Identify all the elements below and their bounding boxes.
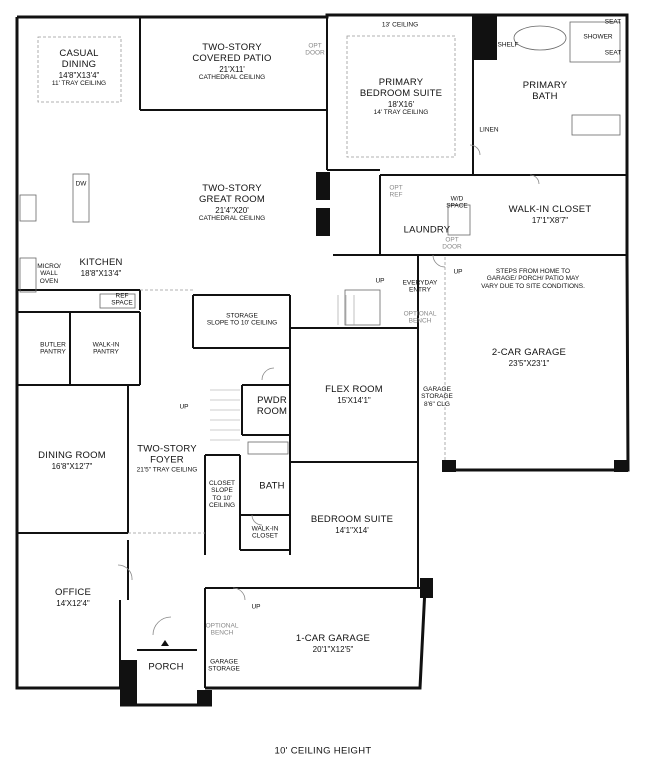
shower-label: SHOWER: [583, 33, 613, 41]
ref-space-label: REF SPACE: [111, 292, 133, 307]
room-dining-room: DINING ROOM 16'8"X12'7": [38, 449, 106, 471]
room-dims: 14'X12'4": [56, 598, 90, 608]
room-kitchen: KITCHEN 18'8"X13'4": [79, 256, 123, 278]
room-dims: 21'4"X20': [215, 205, 249, 215]
room-dims: 18'X16': [387, 99, 415, 109]
room-casual-dining: CASUAL DINING 14'8"X13'4" 11' TRAY CEILI…: [51, 47, 107, 88]
dashed-outlines: [37, 35, 456, 534]
wd-space-label: W/D SPACE: [446, 195, 468, 210]
room-dims: 15'X14'1": [337, 395, 371, 405]
room-name: BEDROOM SUITE: [310, 513, 394, 525]
porch-arrow-icon: [161, 640, 169, 646]
room-primary-bath: PRIMARY BATH: [522, 80, 568, 102]
stair-up-label: UP: [453, 268, 463, 276]
room-walk-in-closet: WALK-IN CLOSET: [251, 525, 279, 540]
room-dims: 21'X11': [219, 64, 245, 74]
room-dims: 18'8"X13'4": [80, 268, 122, 278]
opt-door-label: OPT DOOR: [305, 42, 325, 57]
room-dims: 21'5" TRAY CEILING: [136, 466, 198, 474]
stairs: [210, 295, 355, 441]
room-note: CATHEDRAL CEILING: [198, 73, 266, 81]
room-note: 14' TRAY CEILING: [373, 108, 429, 116]
stair-up-label: UP: [251, 603, 261, 611]
optional-bench-label: OPTIONAL BENCH: [403, 310, 437, 325]
wall-piers: [120, 15, 628, 705]
doors: [117, 144, 540, 636]
fixtures: [19, 21, 621, 455]
stair-up-label: UP: [179, 403, 189, 411]
room-name: KITCHEN: [79, 256, 123, 268]
everyday-entry-label: EVERYDAY ENTRY: [402, 279, 438, 294]
room-name: TWO-STORY GREAT ROOM: [198, 182, 266, 205]
room-walk-in-closet-primary: WALK-IN CLOSET 17'1"X8'7": [508, 203, 592, 225]
room-garage-storage-small: GARAGE STORAGE: [208, 658, 240, 673]
room-foyer: TWO-STORY FOYER 21'5" TRAY CEILING: [136, 443, 198, 474]
room-porch: PORCH: [148, 661, 184, 673]
micro-wall-oven-label: MICRO/ WALL OVEN: [37, 262, 61, 285]
room-1-car-garage: 1-CAR GARAGE 20'1"X12'5": [295, 632, 371, 654]
room-closet-slope: CLOSET SLOPE TO 10' CEILING: [208, 480, 236, 510]
dw-label: DW: [75, 180, 87, 188]
room-dims: 17'1"X8'7": [531, 215, 569, 225]
optional-bench-label: OPTIONAL BENCH: [205, 622, 239, 637]
room-pwdr-room: PWDR ROOM: [256, 395, 288, 417]
room-primary-bedroom: PRIMARY BEDROOM SUITE 18'X16' 14' TRAY C…: [359, 76, 443, 117]
opt-ref-label: OPT REF: [389, 184, 403, 199]
room-butler-pantry: BUTLER PANTRY: [40, 341, 66, 356]
linen-label: LINEN: [479, 126, 499, 134]
room-dims: 20'1"X12'5": [312, 644, 354, 654]
room-dims: 14'1"X14': [335, 525, 369, 535]
room-note: CATHEDRAL CEILING: [198, 214, 266, 222]
shelf-label: SHELF: [497, 41, 519, 49]
room-name: TWO-STORY FOYER: [137, 443, 197, 466]
room-bath: BATH: [259, 480, 285, 492]
seat-label: SEAT: [604, 49, 622, 57]
room-2-car-garage: 2-CAR GARAGE 23'5"X23'1": [491, 346, 567, 368]
room-great-room: TWO-STORY GREAT ROOM 21'4"X20' CATHEDRAL…: [198, 182, 266, 223]
room-dims: 14'8"X13'4": [58, 70, 100, 80]
room-name: OFFICE: [54, 586, 92, 598]
room-name: FLEX ROOM: [325, 383, 383, 395]
ceiling-note: 13' CEILING: [381, 21, 419, 29]
room-name: WALK-IN CLOSET: [508, 203, 592, 215]
room-name: DINING ROOM: [38, 449, 106, 461]
room-garage-storage-2car: GARAGE STORAGE 8'6" CLG: [421, 385, 453, 408]
steps-note: STEPS FROM HOME TO GARAGE/ PORCH/ PATIO …: [481, 267, 585, 290]
room-note: 11' TRAY CEILING: [51, 79, 107, 87]
room-walk-in-pantry: WALK-IN PANTRY: [92, 341, 120, 356]
room-name: 2-CAR GARAGE: [491, 346, 567, 358]
room-name: TWO-STORY COVERED PATIO: [192, 41, 272, 64]
room-covered-patio: TWO-STORY COVERED PATIO 21'X11' CATHEDRA…: [192, 41, 272, 82]
room-storage: STORAGE SLOPE TO 10' CEILING: [206, 312, 278, 327]
room-bedroom-suite: BEDROOM SUITE 14'1"X14': [310, 513, 394, 535]
ceiling-height-caption: 10' CEILING HEIGHT: [274, 745, 372, 757]
stair-up-label: UP: [375, 277, 385, 285]
room-name: PRIMARY BEDROOM SUITE: [359, 76, 443, 99]
room-office: OFFICE 14'X12'4": [54, 586, 92, 608]
interior-walls: [17, 15, 627, 688]
seat-label: SEAT: [604, 18, 622, 26]
room-name: CASUAL DINING: [59, 47, 99, 70]
opt-door-label: OPT DOOR: [442, 236, 462, 251]
room-dims: 16'8"X12'7": [51, 461, 93, 471]
room-flex-room: FLEX ROOM 15'X14'1": [325, 383, 383, 405]
room-laundry: LAUNDRY: [403, 224, 451, 236]
room-name: 1-CAR GARAGE: [295, 632, 371, 644]
room-dims: 23'5"X23'1": [508, 358, 550, 368]
